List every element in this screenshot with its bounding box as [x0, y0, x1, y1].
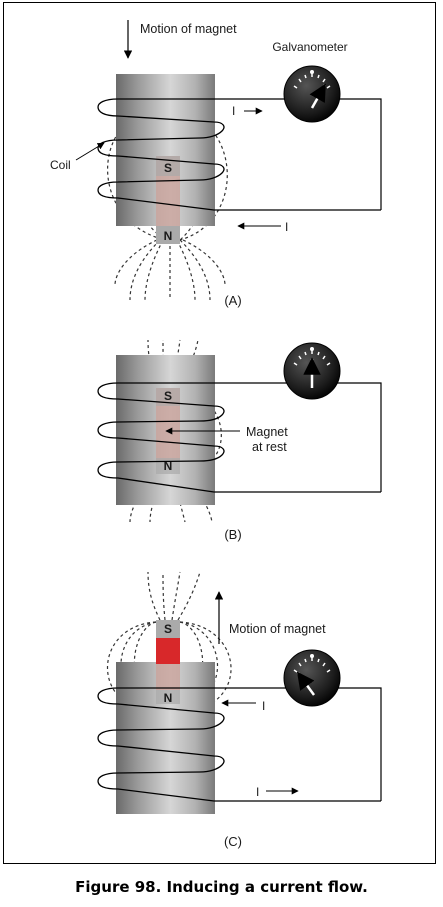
panel-a-galvanometer	[283, 65, 341, 123]
panel-a-magnet-n-pole	[156, 226, 180, 244]
panel-a-coil-label: Coil	[50, 158, 71, 172]
panel-c-galvanometer-needle	[296, 671, 316, 696]
panel-b-galvanometer	[283, 342, 341, 400]
panel-c-current-bottom: I	[256, 785, 259, 799]
panel-c-magnet-lower	[156, 664, 180, 690]
panel-b-label: (B)	[224, 527, 241, 542]
panel-a-label: (A)	[224, 293, 241, 308]
figure-frame	[3, 2, 436, 864]
panel-b-pole-s: S	[164, 389, 172, 403]
panel-a-pole-n: N	[164, 229, 173, 243]
panel-a-circuit-wire	[214, 98, 382, 210]
panel-c-pole-n: N	[164, 691, 173, 705]
panel-c-pole-s: S	[164, 622, 172, 636]
panel-b-coil	[97, 382, 381, 493]
panel-c-circuit-wire	[214, 687, 382, 801]
panel-c-magnet-s-pole	[156, 620, 180, 638]
panel-b-magnet-s-pole	[156, 388, 180, 406]
panel-b-circuit-wire	[214, 382, 382, 492]
panel-c-motion-label: Motion of magnet	[229, 622, 326, 636]
panel-b-rest-label-1: Magnet	[246, 425, 288, 439]
panel-c-label: (C)	[224, 834, 242, 849]
panel-c-current-top: I	[262, 699, 265, 713]
induction-diagram: S N Galvanometer Motion of magnet Co	[50, 20, 382, 849]
panel-a-galvanometer-needle	[309, 83, 327, 109]
panel-a-current-bottom: I	[285, 220, 288, 234]
panel-a-current-top: I	[232, 104, 235, 118]
panel-c-magnet-n-pole	[156, 690, 180, 704]
panel-a-field-lines	[107, 107, 228, 301]
panel-a-pole-s: S	[164, 161, 172, 175]
panel-a-motion-label: Motion of magnet	[140, 22, 237, 36]
panel-a-coil-pointer	[75, 142, 105, 161]
panel-b-pole-n: N	[164, 459, 173, 473]
panel-a: S N Galvanometer Motion of magnet Co	[50, 20, 382, 308]
panel-c: S N Motion of magnet I I (C)	[97, 571, 382, 849]
panel-c-coil	[97, 687, 381, 802]
panel-a-galvanometer-label: Galvanometer	[272, 40, 347, 54]
figure-caption: Figure 98. Inducing a current flow.	[75, 878, 368, 896]
panel-b-rest-label-2: at rest	[252, 440, 287, 454]
panel-b: S N Magnet at rest (B)	[97, 339, 382, 542]
panel-c-galvanometer	[283, 649, 341, 707]
